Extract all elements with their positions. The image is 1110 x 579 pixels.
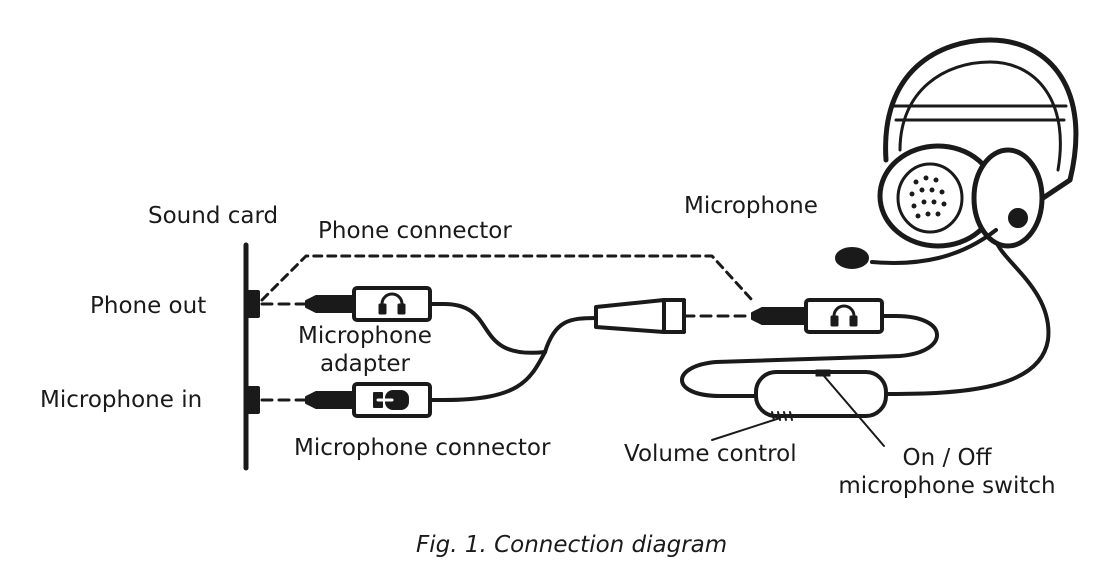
- center-adapter-sleeve: [594, 298, 666, 334]
- figure-caption: Fig. 1. Connection diagram: [416, 532, 728, 558]
- phone-out-label: Phone out: [90, 293, 207, 319]
- headset-icon: [835, 37, 1079, 269]
- joined-cable: [543, 316, 598, 354]
- center-adapter-body: [662, 298, 686, 334]
- microphone-plug: [305, 382, 446, 418]
- phone-connector-bracket: [260, 254, 754, 302]
- volume-control-leader: [711, 417, 781, 441]
- inline-control-box[interactable]: [754, 370, 888, 418]
- headphones-icon: [378, 292, 406, 315]
- mic-switch[interactable]: [815, 369, 831, 377]
- microphone-label: Microphone: [684, 193, 818, 219]
- microphone-adapter-label: Microphone adapter: [290, 323, 440, 378]
- headset-cable: [884, 238, 1051, 396]
- microphone-adapter-line-2: adapter: [319, 350, 410, 377]
- on-off-line-2: microphone switch: [838, 472, 1056, 499]
- headset-cable-loop: [680, 314, 939, 398]
- phone-connector-label: Phone connector: [318, 218, 512, 244]
- microphone-in-jack: [246, 386, 260, 414]
- headset-plug: [751, 298, 898, 334]
- phone-cable: [442, 302, 547, 355]
- switch-leader: [823, 375, 885, 447]
- sound-card-label: Sound card: [148, 203, 279, 229]
- microphone-cable: [442, 350, 547, 402]
- volume-control-label: Volume control: [624, 441, 797, 467]
- phone-out-jack: [246, 290, 260, 318]
- on-off-switch-label: On / Off microphone switch: [822, 445, 1072, 500]
- microphone-plug-icon: [373, 390, 409, 410]
- headphones-icon: [830, 304, 858, 327]
- microphone-in-label: Microphone in: [40, 387, 203, 413]
- on-off-line-1: On / Off: [902, 445, 992, 471]
- phone-plug: [305, 286, 446, 322]
- microphone-connector-label: Microphone connector: [294, 435, 551, 461]
- microphone-adapter-line-1: Microphone: [298, 323, 432, 349]
